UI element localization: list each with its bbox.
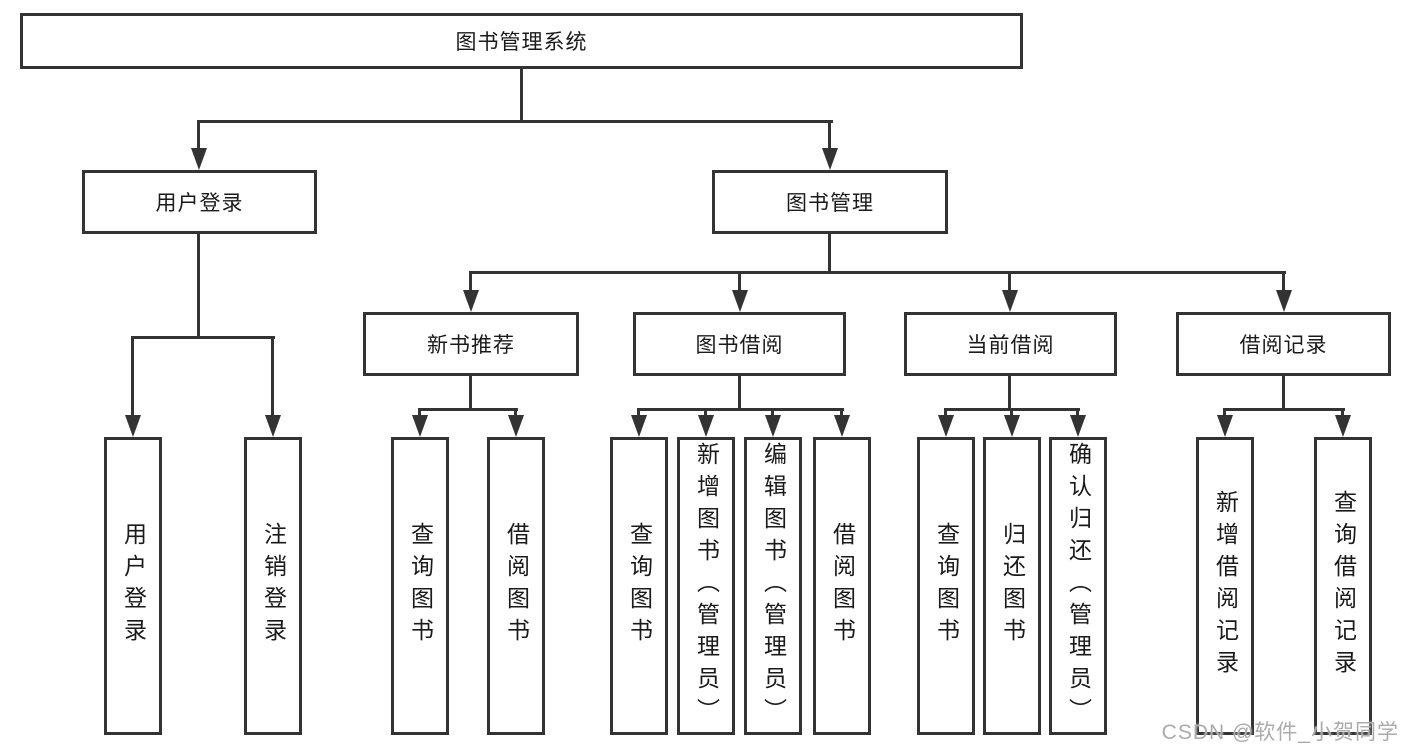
leaf-label-query-books-borrow: 查询图书 [626,522,653,650]
connector-to-new-book-recommend [469,271,472,292]
leaf-logout: 注销登录 [244,437,302,735]
node-label-book-management: 图书管理 [786,192,874,215]
leaf-label-return-books: 归还图书 [999,522,1026,650]
leaf-label-user-login: 用户登录 [120,522,147,650]
leaf-borrow-books: 借阅图书 [813,437,871,735]
connector-to-leaf-borrow-books [840,408,843,417]
connector-to-leaf-confirm-return-admin [1076,408,1079,417]
node-current-borrow: 当前借阅 [904,312,1117,376]
leaf-add-borrow-record: 新增借阅记录 [1196,437,1254,735]
leaf-user-login: 用户登录 [104,437,162,735]
arrowhead-current-borrow-icon [1002,290,1018,312]
arrowhead-book-borrow-icon [732,290,748,312]
connector-to-leaf-query-books-current [944,408,947,417]
node-book-management: 图书管理 [712,170,948,234]
node-label-current-borrow: 当前借阅 [966,334,1055,357]
connector-borrow-records-split [1223,408,1345,411]
leaf-query-books-current: 查询图书 [917,437,975,735]
node-user-login: 用户登录 [82,170,317,234]
leaf-query-books-recommend: 查询图书 [391,437,449,735]
connector-level3-split [469,271,1286,274]
arrowhead-leaf-add-borrow-record-icon [1217,415,1233,437]
leaf-label-query-books-current: 查询图书 [933,522,960,650]
watermark: CSDN @软件_小贺同学 [1161,721,1399,744]
node-label-new-book-recommend: 新书推荐 [427,334,515,357]
leaf-label-query-borrow-record: 查询借阅记录 [1330,490,1357,682]
arrowhead-leaf-add-books-admin-icon [698,415,714,437]
connector-to-current-borrow [1008,271,1011,292]
leaf-borrow-books-recommend: 借阅图书 [487,437,545,735]
connector-user-login-stem [197,234,200,339]
connector-to-leaf-user-login [131,336,134,417]
connector-borrow-records-stem [1282,376,1285,411]
arrowhead-borrow-records-icon [1276,290,1292,312]
arrowhead-new-book-recommend-icon [463,290,479,312]
leaf-label-add-borrow-record: 新增借阅记录 [1212,490,1239,682]
arrowhead-leaf-logout-icon [265,415,281,437]
node-label-user-login: 用户登录 [155,192,244,215]
arrowhead-user-login-icon [191,148,207,170]
node-book-borrow: 图书借阅 [633,312,846,376]
connector-level1-split [197,120,833,123]
leaf-label-logout: 注销登录 [260,522,287,650]
node-new-book-recommend: 新书推荐 [363,312,579,376]
arrowhead-leaf-query-books-recommend-icon [412,415,428,437]
node-label-borrow-records: 借阅记录 [1239,334,1328,357]
connector-book-management-stem [828,234,831,274]
arrowhead-leaf-borrow-books-icon [834,415,850,437]
connector-current-borrow-stem [1008,376,1011,411]
node-label-book-borrow: 图书借阅 [695,334,784,357]
connector-to-leaf-return-books [1010,408,1013,417]
leaf-edit-books-admin: 编辑图书（管理员） [744,437,802,735]
arrowhead-leaf-query-books-current-icon [938,415,954,437]
leaf-query-books-borrow: 查询图书 [610,437,668,735]
connector-to-book-borrow [738,271,741,292]
arrowhead-book-management-icon [822,148,838,170]
leaf-label-add-books-admin: 新增图书（管理员） [693,442,720,730]
leaf-add-books-admin: 新增图书（管理员） [677,437,735,735]
node-borrow-records: 借阅记录 [1176,312,1391,376]
connector-to-leaf-borrow-books-recommend [514,408,517,417]
connector-book-borrow-stem [738,376,741,411]
connector-to-borrow-records [1282,271,1285,292]
connector-new-book-recommend-split [418,408,518,411]
connector-to-leaf-query-books-borrow [637,408,640,417]
connector-to-leaf-query-borrow-record [1341,408,1344,417]
connector-new-book-recommend-stem [469,376,472,411]
connector-to-leaf-logout [271,336,274,417]
connector-to-user-login [197,120,200,150]
connector-book-borrow-split [637,408,844,411]
arrowhead-leaf-user-login-icon [125,415,141,437]
leaf-label-edit-books-admin: 编辑图书（管理员） [760,442,787,730]
leaf-label-query-books-recommend: 查询图书 [407,522,434,650]
connector-user-login-split [131,336,275,339]
leaf-return-books: 归还图书 [983,437,1041,735]
leaf-label-borrow-books-recommend: 借阅图书 [503,522,530,650]
arrowhead-leaf-confirm-return-admin-icon [1070,415,1086,437]
node-library-system: 图书管理系统 [20,13,1023,69]
connector-to-leaf-add-books-admin [704,408,707,417]
leaf-label-confirm-return-admin: 确认归还（管理员） [1065,442,1092,730]
leaf-label-borrow-books: 借阅图书 [829,522,856,650]
arrowhead-leaf-query-books-borrow-icon [631,415,647,437]
connector-to-book-management [828,120,831,150]
node-label-library-system: 图书管理系统 [455,31,588,54]
leaf-query-borrow-record: 查询借阅记录 [1314,437,1372,735]
arrowhead-leaf-query-borrow-record-icon [1335,415,1351,437]
connector-to-leaf-add-borrow-record [1223,408,1226,417]
arrowhead-leaf-return-books-icon [1004,415,1020,437]
arrowhead-leaf-borrow-books-recommend-icon [508,415,524,437]
connector-root-stem [520,68,523,122]
connector-to-leaf-edit-books-admin [771,408,774,417]
arrowhead-leaf-edit-books-admin-icon [765,415,781,437]
connector-to-leaf-query-books-recommend [418,408,421,417]
leaf-confirm-return-admin: 确认归还（管理员） [1049,437,1107,735]
